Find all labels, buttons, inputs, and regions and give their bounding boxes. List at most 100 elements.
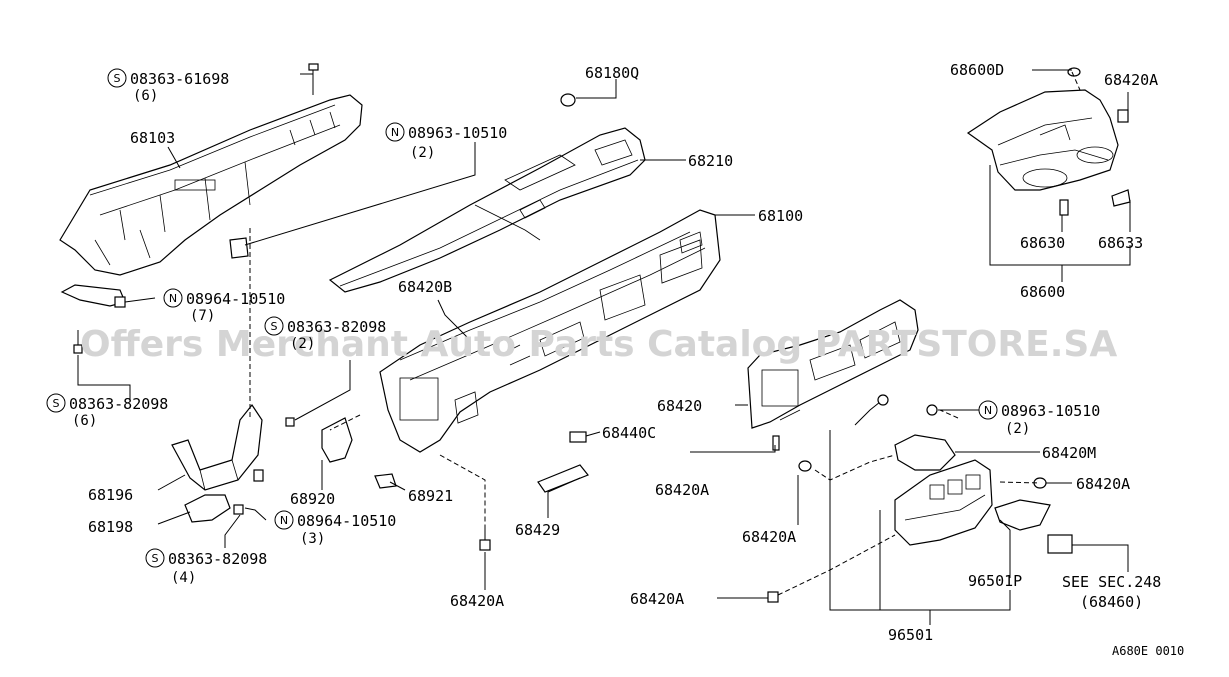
fastener-qty: (7) xyxy=(190,308,215,324)
fastener-callout-f2[interactable]: N 08963-10510 (2) xyxy=(385,122,507,161)
label-68920[interactable]: 68920 xyxy=(290,490,335,508)
screw-icon[interactable] xyxy=(233,504,244,515)
fastener-symbol: N xyxy=(280,514,288,527)
part-68633-drawing[interactable] xyxy=(1111,189,1131,207)
fastener-callout-f6[interactable]: N 08964-10510 (3) xyxy=(274,510,396,547)
label-68196[interactable]: 68196 xyxy=(88,486,133,504)
fastener-code: 08363-82098 xyxy=(287,318,386,336)
part-68600d-drawing[interactable] xyxy=(1067,67,1081,77)
nut-symbol-icon xyxy=(274,510,294,530)
part-68460-drawing[interactable] xyxy=(1047,534,1073,554)
standard-symbol-icon xyxy=(107,68,127,88)
nut-icon[interactable] xyxy=(285,417,295,427)
fastener-qty: (6) xyxy=(133,88,158,104)
label-68180q[interactable]: 68180Q xyxy=(585,64,639,82)
fastener-symbol: S xyxy=(152,552,159,565)
diagram-code: A680E 0010 xyxy=(1112,644,1184,658)
fastener-symbol: S xyxy=(114,72,121,85)
part-68440c-drawing[interactable] xyxy=(569,431,587,443)
leader-lines xyxy=(77,69,1131,625)
label-96501[interactable]: 96501 xyxy=(888,626,933,644)
part-68630-drawing[interactable] xyxy=(1059,199,1069,216)
label-96501p[interactable]: 96501P xyxy=(968,572,1022,590)
label-68630[interactable]: 68630 xyxy=(1020,234,1065,252)
part-labels: 68103 68180Q 68210 68100 68420B 68600D 6… xyxy=(88,61,1184,658)
screw-icon[interactable] xyxy=(772,435,780,451)
watermark-text: Offers Merchant Auto Parts Catalog PARTS… xyxy=(80,324,1117,365)
label-68420a-3[interactable]: 68420A xyxy=(630,590,684,608)
part-68420-drawing[interactable] xyxy=(747,299,919,429)
part-68103-drawing[interactable] xyxy=(59,94,363,307)
part-68196-drawing[interactable] xyxy=(171,403,263,491)
fastener-callout-f5[interactable]: S 08363-82098 (6) xyxy=(46,393,168,429)
fastener-qty: (2) xyxy=(1005,421,1030,437)
fastener-qty: (3) xyxy=(300,531,325,547)
screw-icon[interactable] xyxy=(767,591,779,603)
label-68600[interactable]: 68600 xyxy=(1020,283,1065,301)
label-68420[interactable]: 68420 xyxy=(657,397,702,415)
fastener-symbol: N xyxy=(984,404,992,417)
fastener-code: 08363-82098 xyxy=(168,550,267,568)
label-68420a-1[interactable]: 68420A xyxy=(655,481,709,499)
label-68210[interactable]: 68210 xyxy=(688,152,733,170)
label-68420a-2[interactable]: 68420A xyxy=(742,528,796,546)
fastener-symbol: S xyxy=(271,320,278,333)
label-68420m[interactable]: 68420M xyxy=(1042,444,1096,462)
screw-icon[interactable] xyxy=(308,63,319,95)
label-68633[interactable]: 68633 xyxy=(1098,234,1143,252)
part-96501-drawing[interactable] xyxy=(894,459,993,546)
fastener-callout-f4[interactable]: S 08363-82098 (2) xyxy=(264,316,386,352)
fastener-qty: (2) xyxy=(410,145,435,161)
label-68420a-5[interactable]: 68420A xyxy=(1076,475,1130,493)
fastener-callout-f3[interactable]: N 08964-10510 (7) xyxy=(163,288,285,324)
label-see-sec-part[interactable]: (68460) xyxy=(1080,593,1143,611)
nut-symbol-icon xyxy=(385,122,405,142)
fastener-code: 08363-61698 xyxy=(130,70,229,88)
part-68920-drawing[interactable] xyxy=(321,417,353,463)
fastener-callout-f7[interactable]: S 08363-82098 (4) xyxy=(145,548,267,586)
label-68103[interactable]: 68103 xyxy=(130,129,175,147)
fastener-code: 08964-10510 xyxy=(186,290,285,308)
clip-icon[interactable] xyxy=(253,469,264,482)
bolt-icon[interactable] xyxy=(73,330,83,354)
label-68429[interactable]: 68429 xyxy=(515,521,560,539)
nut-symbol-icon xyxy=(163,288,183,308)
part-68210-drawing[interactable] xyxy=(328,127,646,293)
part-68429-drawing[interactable] xyxy=(537,464,589,493)
part-68921-drawing[interactable] xyxy=(374,473,397,489)
clip-icon[interactable] xyxy=(114,296,126,308)
fastener-qty: (4) xyxy=(171,570,196,586)
part-68420a-tr-screw[interactable] xyxy=(1117,109,1129,123)
label-68420b[interactable]: 68420B xyxy=(398,278,452,296)
part-68180q-clip[interactable] xyxy=(560,93,576,107)
fastener-code: 08963-10510 xyxy=(1001,402,1100,420)
fastener-symbol: S xyxy=(53,397,60,410)
label-68440c[interactable]: 68440C xyxy=(602,424,656,442)
fastener-callout-f1[interactable]: S 08363-61698 (6) xyxy=(107,68,229,104)
label-68420a-4[interactable]: 68420A xyxy=(450,592,504,610)
standard-symbol-icon xyxy=(264,316,284,336)
fastener-symbol: N xyxy=(391,126,399,139)
fastener-code: 08363-82098 xyxy=(69,395,168,413)
screw-icon[interactable] xyxy=(798,460,812,472)
screw-icon[interactable] xyxy=(926,404,938,416)
label-68600d[interactable]: 68600D xyxy=(950,61,1004,79)
part-68198-drawing[interactable] xyxy=(184,494,231,523)
part-96501p-drawing[interactable] xyxy=(994,499,1051,531)
part-68100-drawing[interactable] xyxy=(379,209,721,453)
label-68420a-top-right[interactable]: 68420A xyxy=(1104,71,1158,89)
screw-icon[interactable] xyxy=(479,528,491,551)
fastener-qty: (2) xyxy=(290,336,315,352)
fastener-callout-f8[interactable]: N 08963-10510 (2) xyxy=(978,400,1100,437)
label-see-sec[interactable]: SEE SEC.248 xyxy=(1062,573,1161,591)
fastener-symbol: N xyxy=(169,292,177,305)
standard-symbol-icon xyxy=(145,548,165,568)
label-68198[interactable]: 68198 xyxy=(88,518,133,536)
fastener-code: 08964-10510 xyxy=(297,512,396,530)
label-68100[interactable]: 68100 xyxy=(758,207,803,225)
part-68420m-drawing[interactable] xyxy=(894,434,956,471)
part-68600-drawing[interactable] xyxy=(966,89,1119,191)
label-68921[interactable]: 68921 xyxy=(408,487,453,505)
